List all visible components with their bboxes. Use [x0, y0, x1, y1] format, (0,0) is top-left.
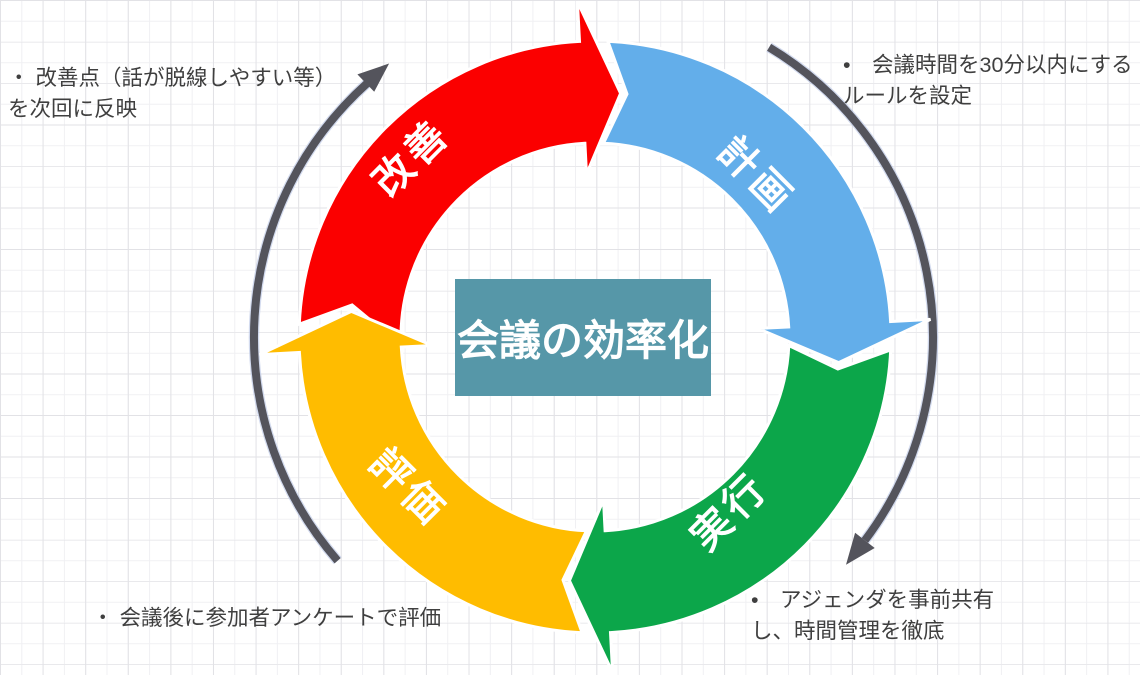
- note-act: ・ 改善点（話が脱線しやすい等） を次回に反映: [8, 66, 337, 121]
- rotation-arrow-left-curve: [249, 80, 370, 564]
- cycle-arc-do: [567, 343, 893, 674]
- cycle-arc-check: [258, 309, 589, 635]
- cycle-arc-plan: [601, 39, 932, 365]
- note-plan: • 会議時間を30分以内にする ルールを設定: [843, 53, 1133, 108]
- note-check: ・ 会議後に参加者アンケートで評価: [92, 606, 442, 630]
- rotation-arrow-left-head: [357, 63, 390, 92]
- note-do: • アジェンダを事前共有 し、時間管理を徹底: [751, 588, 995, 643]
- rotation-arrow-right-head: [846, 532, 875, 565]
- center-title-box: 会議の効率化: [455, 279, 711, 396]
- rotation-arrow-right: [766, 42, 939, 565]
- rotation-arrow-left: [248, 63, 390, 565]
- rotation-arrow-right-curve: [767, 43, 937, 543]
- cycle-arc-act: [297, 0, 623, 349]
- center-title-label: 会議の効率化: [456, 317, 709, 364]
